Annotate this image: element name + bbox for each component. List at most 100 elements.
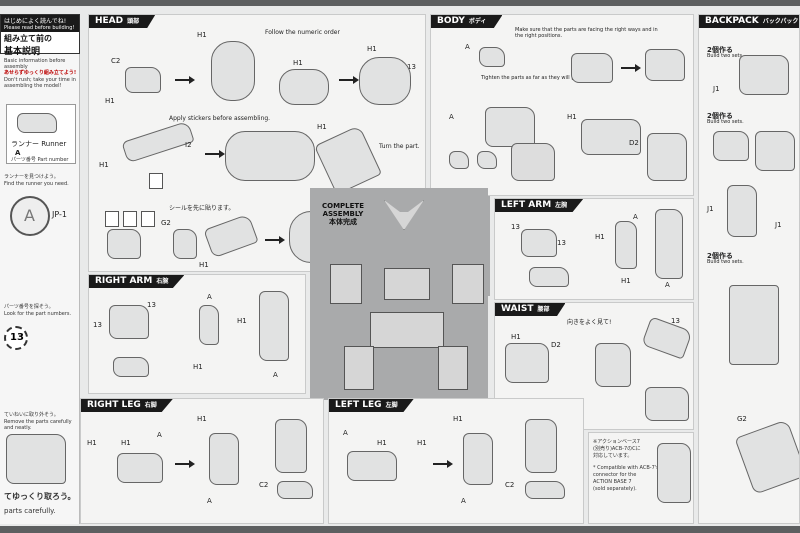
action-base-jp1: ※アクションベース7 [593, 439, 640, 445]
label-c2: C2 [505, 481, 515, 489]
arrow [205, 150, 225, 158]
left-leg-part-1 [347, 451, 397, 481]
sticker-box [141, 211, 155, 227]
arrow [621, 64, 641, 72]
label-a8: A [273, 371, 278, 379]
robot-torso [384, 268, 430, 300]
label-h1-12: H1 [511, 333, 521, 341]
basic-info-column: はじめによく読んでね! Please read before building!… [0, 14, 80, 524]
label-h1-7: H1 [193, 363, 203, 371]
left-arm-complete [655, 209, 683, 279]
stickers-note: Apply stickers before assembling. [169, 115, 271, 122]
find-runner-en: Find the runner you need. [4, 181, 69, 187]
backpack-part-2 [713, 131, 749, 161]
left-leg-foot [525, 481, 565, 499]
arrow [175, 76, 195, 84]
runner-label: ランナー Runner [11, 140, 67, 148]
backpack-part-3 [755, 131, 795, 171]
label-13-a: 13 [147, 301, 156, 309]
action-base-en1: * Compatible with ACB-7's [593, 465, 659, 471]
careful-en: parts carefully. [4, 507, 56, 515]
read-first-banner: はじめによく読んでね! Please read before building! [1, 15, 79, 32]
complete-assembly-title: COMPLETE ASSEMBLY 本体完成 [322, 202, 364, 226]
turn-note: Turn the part. [379, 143, 420, 150]
backpack-part-5 [729, 285, 779, 365]
right-arm-part-2 [113, 357, 149, 377]
label-13-b: 13 [93, 321, 102, 329]
body-part-a12 [479, 47, 505, 67]
label-j1-a: J1 [713, 85, 720, 93]
label-a6: A [157, 431, 162, 439]
label-13-b: 13 [557, 239, 566, 247]
rush-jp: あせらずゆっくり組み立てよう! [4, 70, 77, 76]
build-two-en: Build two sets. [707, 53, 744, 59]
basic-title-jp1: 組み立て前の [4, 34, 52, 43]
action-base-en4: (sold separately). [593, 486, 637, 492]
head-part-face [279, 69, 329, 105]
label-13-a: 13 [511, 223, 520, 231]
right-leg-part-1 [117, 453, 163, 483]
action-base-note: ※アクションベース7 (別売り)ACB-7のCに 対応しています。 * Comp… [588, 432, 694, 524]
label-h1-18: H1 [121, 439, 131, 447]
arrow [339, 76, 359, 84]
find-parts-jp: パーツ番号を探そう。 [4, 304, 54, 310]
runner-sprue [17, 113, 57, 133]
label-a4: A [207, 497, 212, 505]
robot-waist [370, 312, 444, 348]
nipper-illustration [6, 434, 66, 484]
robot-right-arm [330, 264, 362, 304]
body-part-torso-2 [645, 49, 685, 81]
basic-info-title-box: はじめによく読んでね! Please read before building!… [0, 14, 80, 57]
action-base-illustration [657, 443, 691, 503]
backpack-part-1 [739, 55, 789, 95]
part-13-number: 13 [10, 332, 24, 343]
label-j1-b: J1 [707, 205, 714, 213]
waist-part-3 [641, 316, 693, 360]
action-base-jp3: 対応しています。 [593, 453, 633, 459]
label-h1-4: H1 [99, 161, 109, 169]
label-h1-21: H1 [367, 45, 377, 53]
build-two-jp: 2個作る [707, 46, 733, 54]
find-runner-jp: ランナーを見つけよう。 [4, 174, 59, 180]
left-arm-part-a3 [615, 221, 637, 269]
waist-direction-note: 向きをよく見て! [567, 319, 612, 326]
left-leg-complete [525, 419, 557, 473]
label-h1-16: H1 [417, 439, 427, 447]
head-part-g2 [173, 229, 197, 259]
stickers-note-jp: シールを先に貼ります。 [169, 205, 235, 212]
action-base-jp2: (別売り)ACB-7のCに [593, 446, 641, 452]
label-h1-6: H1 [621, 277, 631, 285]
label-h1-3: H1 [197, 415, 207, 423]
find-parts-en: Look for the part numbers. [4, 311, 72, 317]
head-part-assembled [359, 57, 411, 105]
head-part-with-antenna [225, 131, 315, 181]
head-part-visor [107, 229, 141, 259]
remove-en: Remove the parts carefully and neatly. [4, 419, 72, 431]
label-h1-3: H1 [453, 415, 463, 423]
instruction-sheet: はじめによく読んでね! Please read before building!… [0, 6, 800, 526]
runner-tag-circle: A [10, 196, 50, 236]
remove-jp: ていねいに取り外そう。 [4, 412, 59, 418]
body-detail-frame [511, 143, 555, 181]
robot-right-leg [344, 346, 374, 390]
label-g2: G2 [737, 415, 747, 423]
label-h1-8: H1 [199, 261, 209, 269]
label-d2: D2 [629, 139, 639, 147]
label-13: 13 [407, 63, 416, 71]
label-a3: A [633, 213, 638, 221]
arrow [265, 236, 285, 244]
label-i2: I2 [185, 141, 192, 149]
robot-left-arm [452, 264, 484, 304]
label-h1-1: H1 [105, 97, 115, 105]
basic-title-jp2: 基本説明 [4, 47, 41, 57]
label-13: 13 [671, 317, 680, 325]
left-arm-part-1 [521, 229, 557, 257]
